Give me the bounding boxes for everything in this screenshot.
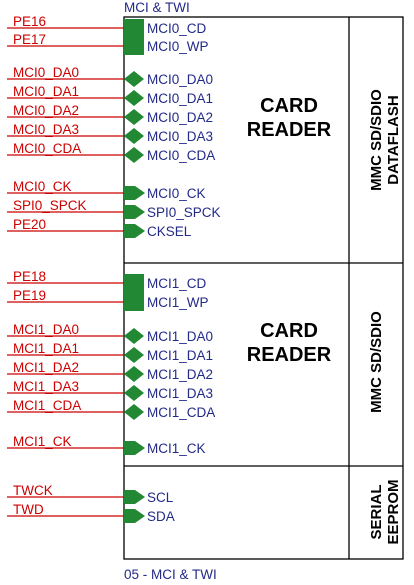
pin-name: MCI1_DA3	[147, 386, 213, 401]
net-label: MCI0_DA2	[13, 103, 79, 118]
card1-side-line2: DATAFLASH	[385, 95, 402, 184]
card1-side-line1: MMC SD/SDIO	[368, 89, 385, 191]
net-label: MCI1_DA1	[13, 341, 79, 356]
pin-name: MCI0_DA1	[147, 91, 213, 106]
sheet-title: MCI & TWI	[124, 0, 190, 15]
card1-detect-block	[124, 19, 144, 55]
pin-name: MCI0_DA0	[147, 72, 213, 87]
pin-name: SPI0_SPCK	[147, 205, 221, 220]
pin-marker-diamond	[124, 385, 144, 401]
net-label: PE17	[13, 32, 46, 47]
pin-name: MCI1_DA2	[147, 367, 213, 382]
pin-name: MCI1_DA1	[147, 348, 213, 363]
pin-marker-diamond	[124, 404, 144, 420]
pin-name: MCI1_CK	[147, 441, 206, 456]
card1-title-line2: READER	[247, 119, 332, 141]
pin-name: MCI0_CK	[147, 186, 206, 201]
pin-group: PE16 MCI0_CD PE17 MCI0_WP MCI0_DA0 MCI0_DA0MC…	[7, 14, 221, 524]
pin-marker-diamond	[124, 90, 144, 106]
pin-marker-arrow	[124, 441, 145, 455]
card2-title-line1: CARD	[260, 320, 318, 342]
net-label: TWCK	[13, 483, 53, 498]
pin-marker-diamond	[124, 366, 144, 382]
pin-marker-diamond	[124, 109, 144, 125]
net-label: MCI1_CK	[13, 434, 72, 449]
sheet-caption: 05 - MCI & TWI	[124, 567, 217, 582]
card2-detect-block	[124, 274, 144, 310]
pin-name: SDA	[147, 509, 175, 524]
card2-side-line1: MMC SD/SDIO	[368, 311, 385, 413]
pin-name: MCI1_DA0	[147, 329, 213, 344]
pin-marker-arrow	[124, 205, 145, 219]
net-label: PE20	[13, 217, 46, 232]
pin-name: MCI0_CDA	[147, 148, 215, 163]
pin-name: MCI0_DA2	[147, 110, 213, 125]
pin-marker-arrow	[124, 490, 145, 504]
net-label: MCI0_DA0	[13, 65, 79, 80]
net-label: PE16	[13, 14, 46, 29]
card1-title-line1: CARD	[260, 95, 318, 117]
card2-title-line2: READER	[247, 344, 332, 366]
eeprom-side-line1: SERIAL	[368, 484, 385, 539]
pin-name: MCI1_CD	[147, 276, 207, 291]
net-label: MCI0_CK	[13, 179, 72, 194]
pin-marker-diamond	[124, 128, 144, 144]
net-label: MCI0_DA3	[13, 122, 79, 137]
pin-name: MCI0_DA3	[147, 129, 213, 144]
net-label: MCI1_DA2	[13, 360, 79, 375]
pin-marker-diamond	[124, 328, 144, 344]
net-label: TWD	[13, 502, 44, 517]
pin-marker-arrow	[124, 224, 145, 238]
pin-name: CKSEL	[147, 224, 192, 239]
net-label: MCI0_CDA	[13, 141, 81, 156]
net-label: SPI0_SPCK	[13, 198, 87, 213]
eeprom-side-line2: EEPROM	[385, 479, 402, 544]
net-label: MCI1_DA0	[13, 322, 79, 337]
net-label: MCI1_DA3	[13, 379, 79, 394]
net-label: PE19	[13, 288, 46, 303]
pin-marker-diamond	[124, 71, 144, 87]
pin-name: MCI0_WP	[147, 39, 209, 54]
pin-name: MCI1_WP	[147, 295, 209, 310]
pin-marker-diamond	[124, 347, 144, 363]
pin-marker-arrow	[124, 186, 145, 200]
pin-name: MCI0_CD	[147, 21, 207, 36]
pin-marker-arrow	[124, 509, 145, 523]
component-frame	[123, 16, 404, 560]
pin-name: SCL	[147, 490, 174, 505]
net-label: MCI0_DA1	[13, 84, 79, 99]
net-label: MCI1_CDA	[13, 398, 81, 413]
pin-name: MCI1_CDA	[147, 405, 215, 420]
pin-marker-diamond	[124, 147, 144, 163]
net-label: PE18	[13, 269, 46, 284]
